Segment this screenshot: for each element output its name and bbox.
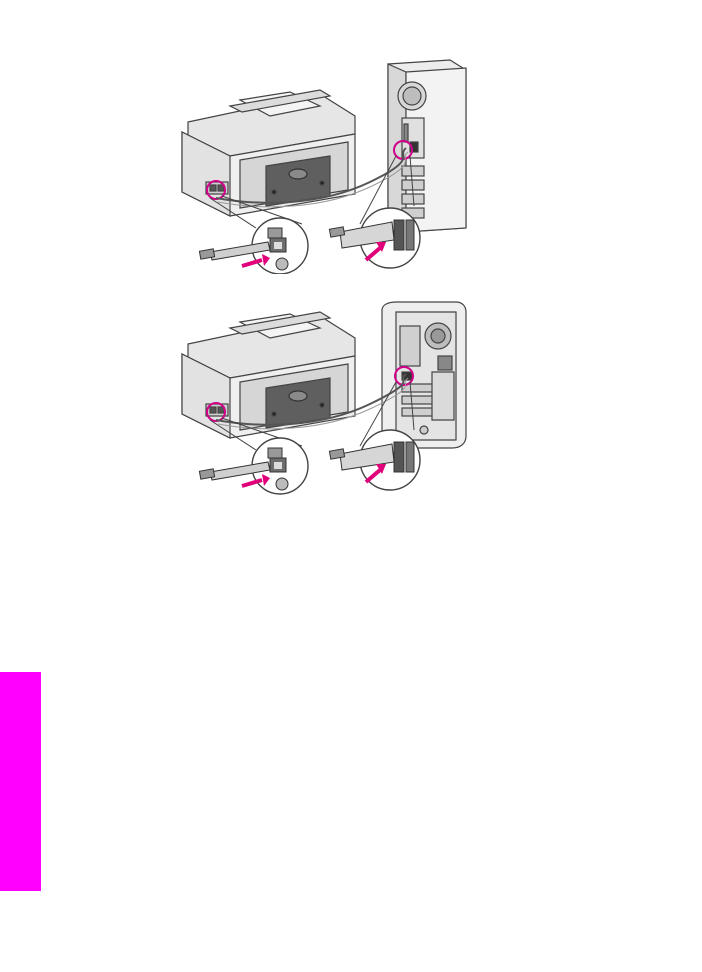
usb-connection-pc-figure [170, 56, 470, 274]
usb-cable-icon [215, 147, 407, 204]
mac-tower-icon [381, 301, 467, 449]
usb-port-callout-icon [198, 437, 309, 495]
all-in-one-printer-icon [181, 311, 356, 439]
usb-port-callout-icon [328, 207, 421, 269]
usb-port-callout-icon [328, 429, 421, 491]
magenta-arrow-icon [364, 468, 382, 484]
usb-connection-pc-illustration [181, 59, 467, 274]
magenta-arrow-icon [241, 258, 263, 268]
all-in-one-printer-icon [181, 89, 356, 217]
usb-connection-mac-illustration [181, 301, 467, 495]
pc-tower-icon [387, 59, 467, 234]
usb-connection-mac-figure [170, 300, 470, 496]
usb-cable-icon [215, 373, 407, 426]
magenta-arrow-icon [241, 478, 263, 488]
chapter-side-tab [0, 672, 41, 891]
mac-usb-port-highlight [394, 366, 414, 386]
magenta-arrow-icon [364, 246, 382, 262]
